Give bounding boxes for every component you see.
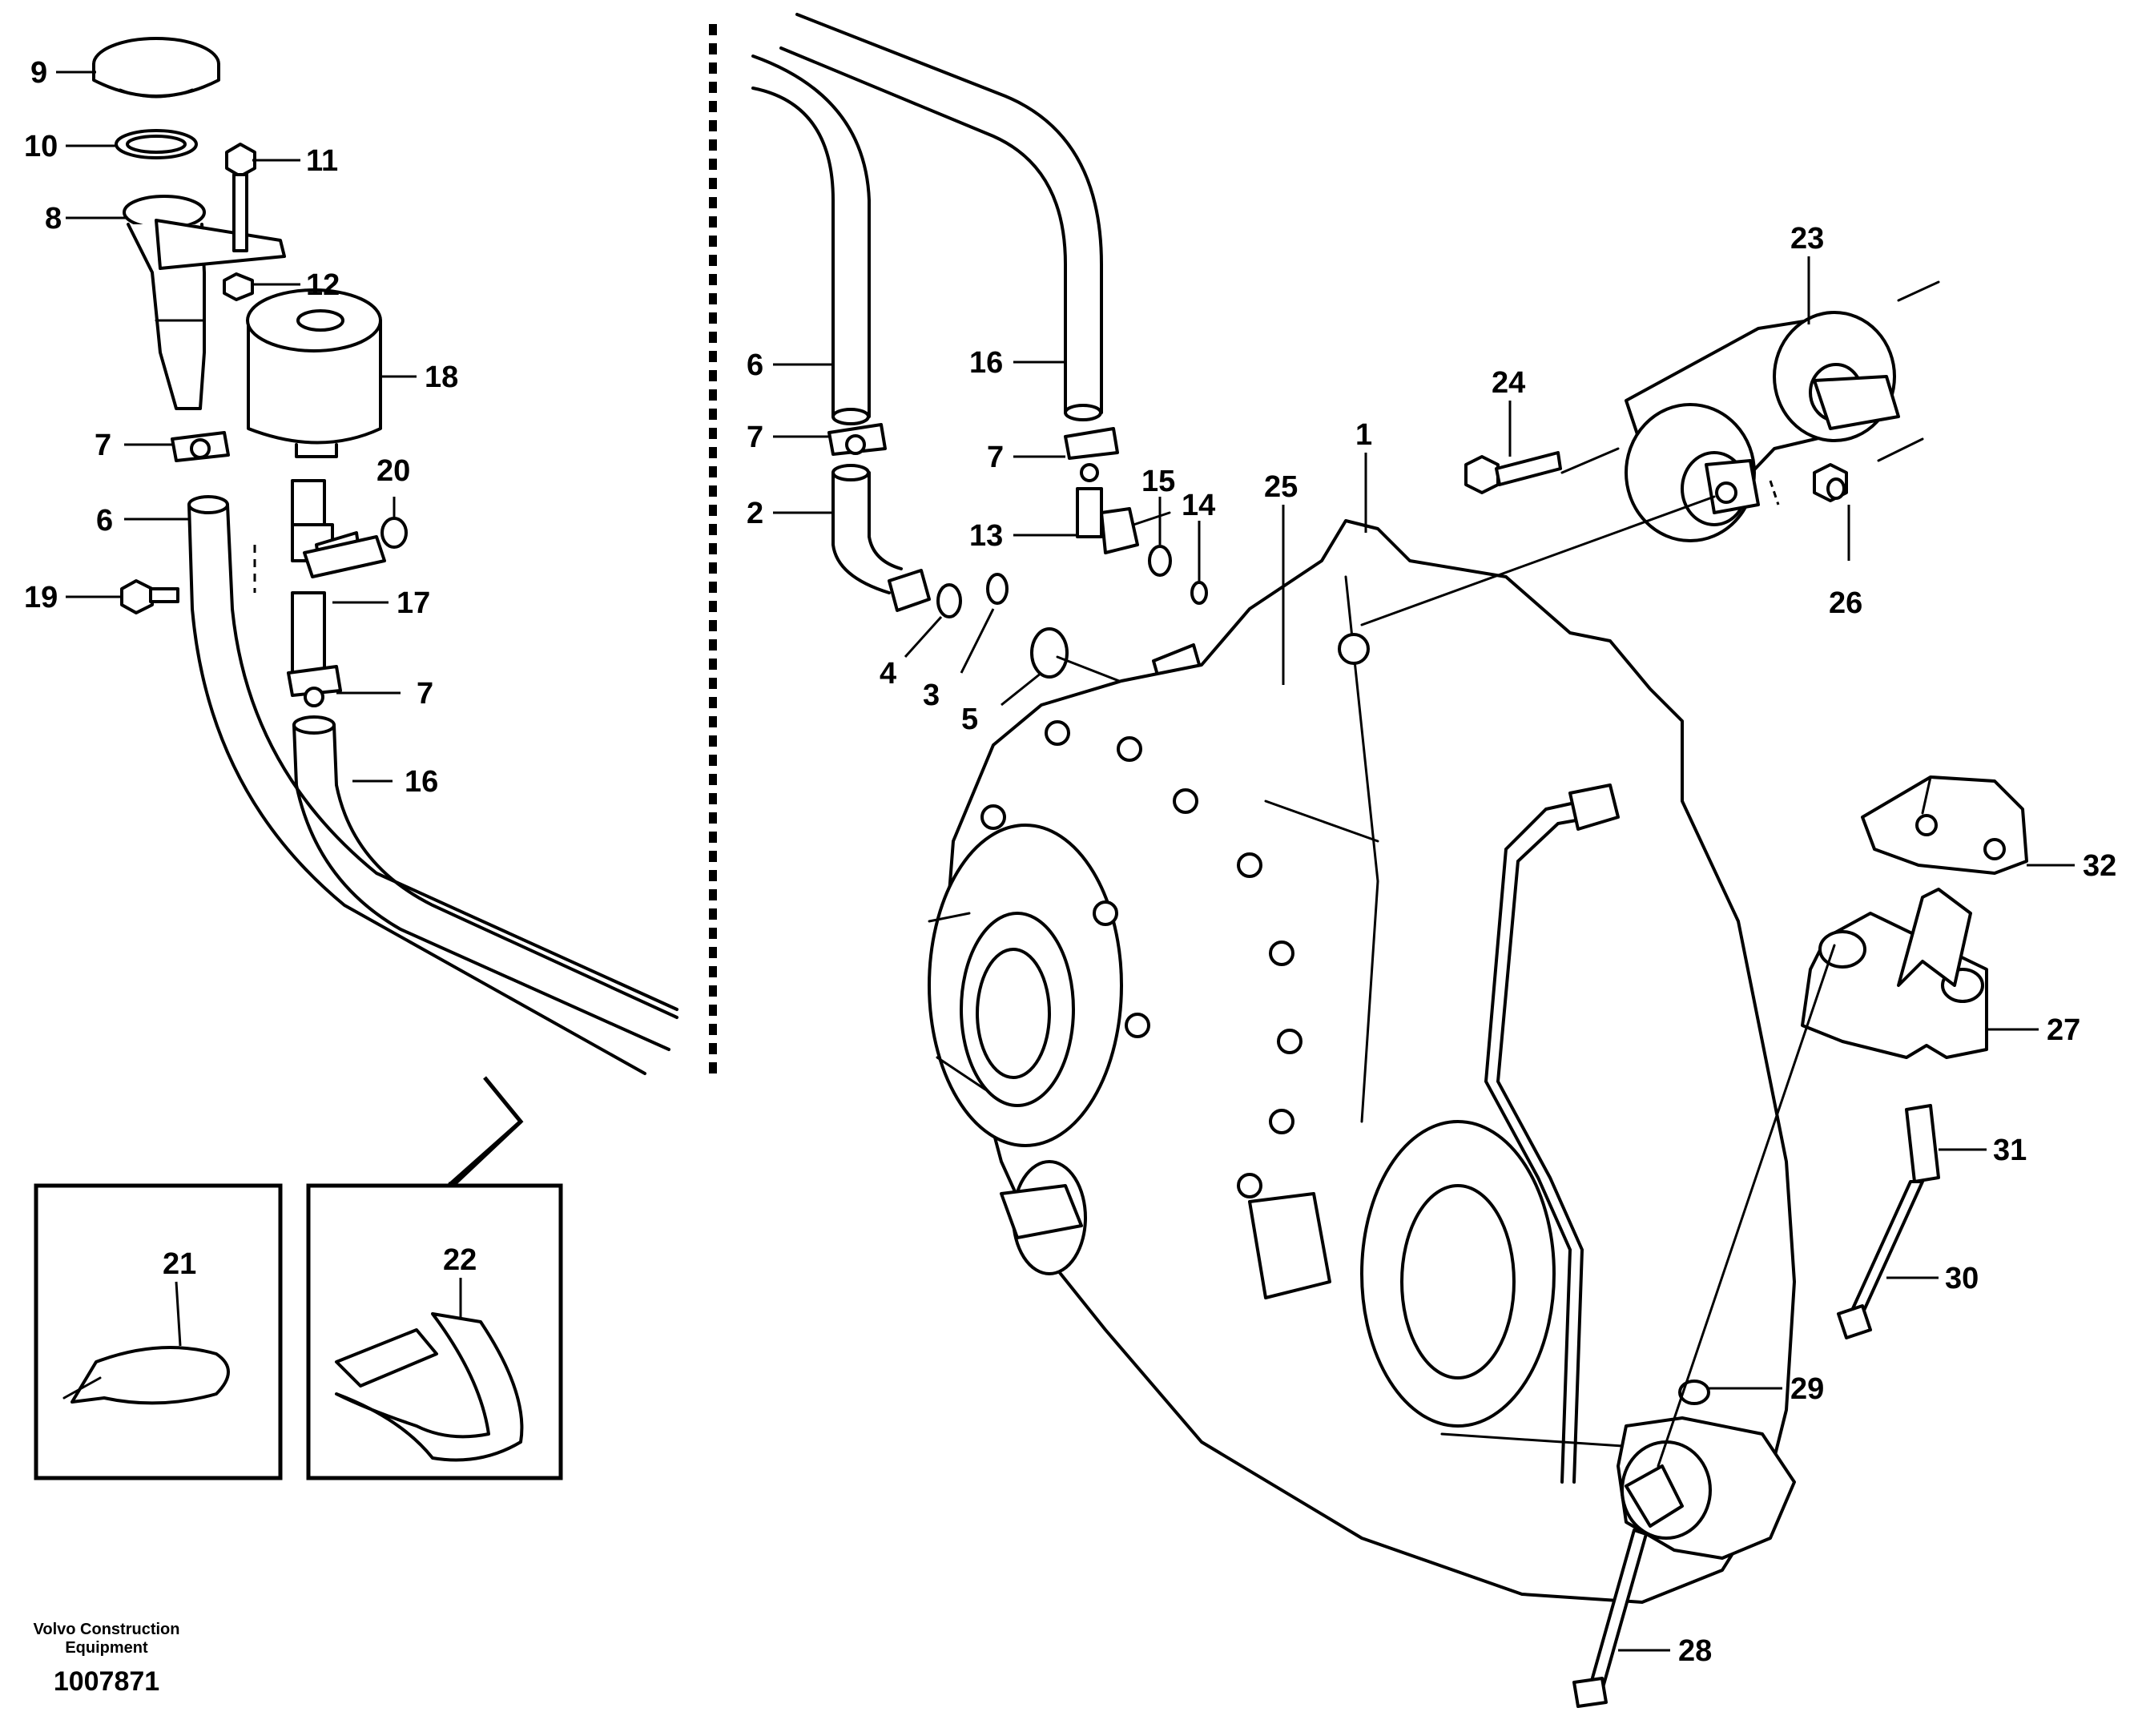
- nut-part-12: [223, 272, 254, 301]
- callout-7c: 7: [747, 421, 763, 454]
- callout-31: 31: [1993, 1134, 2027, 1167]
- company-name-line2: Equipment: [65, 1639, 148, 1657]
- callout-27: 27: [2047, 1013, 2080, 1047]
- callout-25: 25: [1264, 470, 1298, 504]
- hose-part-16a: [292, 715, 678, 1051]
- washer-part-15: [1148, 545, 1172, 577]
- mount-part-27: [1801, 888, 1988, 1059]
- callout-11: 11: [306, 144, 338, 178]
- filler-cap-part: [92, 37, 220, 99]
- callout-15: 15: [1141, 465, 1175, 498]
- callout-12: 12: [306, 268, 340, 302]
- callout-10: 10: [24, 130, 58, 163]
- callout-28: 28: [1678, 1634, 1712, 1668]
- callout-16b: 16: [969, 346, 1003, 380]
- hose-part-2: [831, 464, 931, 612]
- callout-6b: 6: [747, 348, 763, 382]
- hose-part-6a: [187, 495, 678, 1075]
- clamp-part-7c: [827, 423, 887, 456]
- bolt-part-24: [1464, 451, 1562, 494]
- lower-mount-part: [1617, 944, 1836, 1560]
- callout-labels: 9 10 8 11 12 18 7 20 6 19 17 7 16 6 7 2 …: [24, 56, 2116, 1668]
- hose-part-6b: [751, 54, 871, 425]
- drawing-number: 1007871: [54, 1666, 159, 1697]
- callout-4: 4: [880, 657, 896, 691]
- callout-32: 32: [2083, 849, 2116, 883]
- clamp-part-7b: [287, 665, 342, 707]
- elbow-part-13: [1076, 487, 1171, 554]
- callout-7d: 7: [987, 441, 1004, 474]
- adapter-part-5: [1030, 627, 1131, 687]
- tee-connector-part: [291, 479, 386, 675]
- oring-part-14: [1190, 581, 1208, 605]
- clamp-part-7d: [1064, 427, 1119, 482]
- nut-part-26: [1813, 463, 1848, 502]
- callout-7a: 7: [95, 429, 111, 462]
- callout-29: 29: [1790, 1372, 1824, 1406]
- callout-1: 1: [1355, 418, 1372, 452]
- seal-ring-part: [115, 129, 198, 159]
- callout-21: 21: [163, 1247, 196, 1281]
- callout-23: 23: [1790, 222, 1824, 256]
- washer-part-29: [1678, 1380, 1710, 1405]
- company-name-line1: Volvo Construction: [34, 1621, 180, 1638]
- breather-filter-part: [246, 288, 382, 458]
- callout-19: 19: [24, 581, 58, 614]
- callout-18: 18: [425, 360, 458, 394]
- callout-24: 24: [1492, 366, 1525, 400]
- callout-26: 26: [1829, 586, 1862, 620]
- bolt-part-11: [225, 143, 256, 252]
- callout-5: 5: [961, 703, 978, 736]
- callout-2: 2: [747, 497, 763, 530]
- inset-box-hose-strap: [306, 1183, 563, 1480]
- inset-box-cable-tie: [34, 1183, 283, 1480]
- callout-6a: 6: [96, 504, 113, 538]
- bolt-part-19: [120, 579, 179, 614]
- callout-17: 17: [397, 586, 430, 620]
- callout-20: 20: [376, 454, 410, 488]
- callout-8: 8: [45, 202, 62, 236]
- hose-part-16b: [779, 13, 1103, 421]
- bracket-part-32: [1861, 775, 2028, 875]
- bolt-part-28: [1572, 1529, 1648, 1708]
- callout-3: 3: [923, 679, 940, 712]
- nut-part-4: [936, 583, 962, 618]
- callout-30: 30: [1945, 1262, 1979, 1295]
- callout-9: 9: [30, 56, 47, 90]
- bolt-part-30: [1837, 1180, 1924, 1339]
- callout-7b: 7: [417, 677, 433, 711]
- callout-13: 13: [969, 519, 1003, 553]
- callout-16a: 16: [405, 765, 438, 799]
- transmission-housing-part: [928, 519, 1796, 1604]
- footer: Volvo Construction Equipment 1007871: [34, 1621, 180, 1697]
- callout-22: 22: [443, 1243, 477, 1277]
- washer-part-20: [380, 517, 408, 549]
- callout-14: 14: [1182, 489, 1215, 522]
- torque-rod-part-23: [1625, 280, 1940, 542]
- spacer-part-31: [1905, 1104, 1940, 1183]
- washer-part-3: [986, 573, 1009, 605]
- clamp-part-7a: [171, 431, 230, 462]
- leader-lines: [56, 70, 2075, 1652]
